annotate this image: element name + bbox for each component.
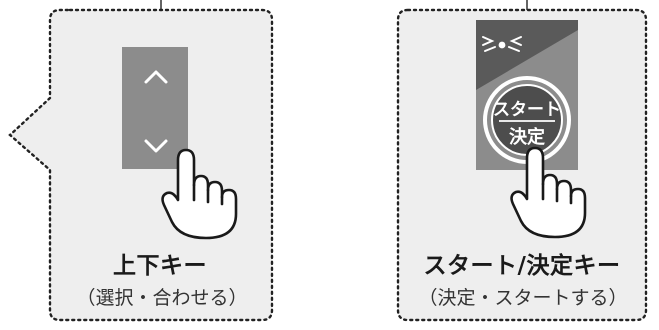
blinking-light-icon <box>482 36 522 52</box>
start-key-shade <box>476 20 578 90</box>
start-key-description: （決定・スタートする） <box>418 287 628 309</box>
decide-button-label: 決定 <box>509 126 545 148</box>
pointing-hand-icon <box>161 148 238 240</box>
chevron-up-icon <box>144 70 168 84</box>
chevron-down-icon <box>144 139 168 153</box>
start-key-title: スタート/決定キー <box>423 253 621 279</box>
pointing-hand-icon <box>510 146 587 239</box>
start-button-label: スタート <box>493 100 561 120</box>
updown-key-description: （選択・合わせる） <box>76 287 248 309</box>
updown-key-title: 上下キー <box>113 253 207 279</box>
